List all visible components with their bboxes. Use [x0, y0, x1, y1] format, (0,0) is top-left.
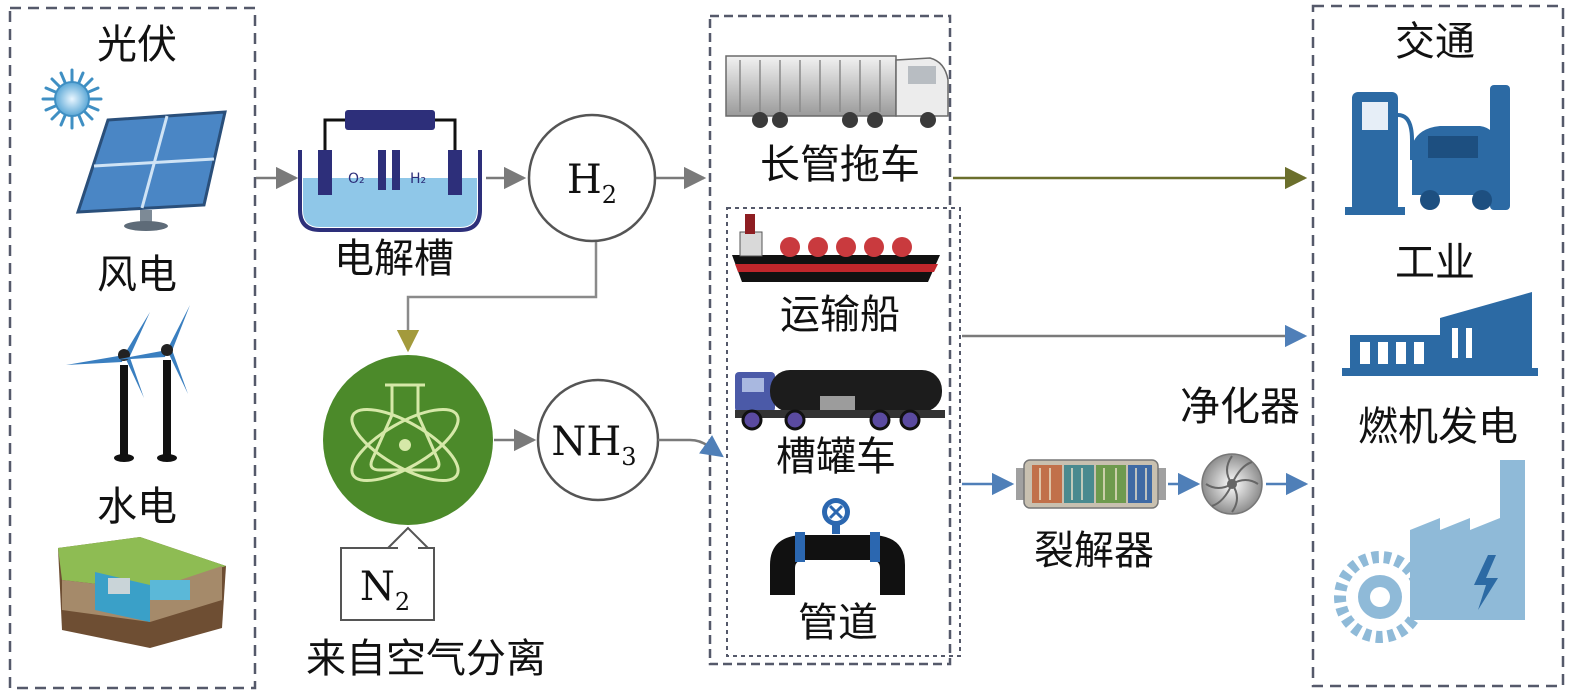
h2-subscript: 2 — [602, 181, 617, 209]
nh3-base: NH — [551, 419, 621, 465]
n2-label: N2 — [360, 564, 410, 616]
transport-group-box — [708, 14, 952, 666]
turbine-application-label: 燃机发电 — [1358, 404, 1518, 450]
ship-label: 运输船 — [780, 292, 900, 338]
tank-truck-icon — [735, 370, 945, 431]
h2-node-label: H2 — [567, 157, 617, 209]
purifier-icon — [1201, 453, 1263, 515]
pipeline-icon — [770, 498, 905, 595]
cracker-label: 裂解器 — [1034, 528, 1154, 574]
electrolyzer-o2-text: O₂ — [348, 171, 365, 187]
pipeline-label: 管道 — [798, 600, 878, 646]
electrolyzer-h2-text: H₂ — [410, 171, 426, 187]
source-group-box — [8, 6, 257, 690]
transport-application-label: 交通 — [1395, 19, 1475, 65]
electrolyzer-label: 电解槽 — [334, 236, 454, 282]
h2-base: H — [567, 157, 602, 203]
purifier-label: 净化器 — [1180, 384, 1300, 430]
electrolyzer-icon: O₂ H₂ — [298, 110, 482, 232]
h2-node — [527, 113, 657, 243]
industry-application-label: 工业 — [1395, 240, 1475, 286]
n2-subscript: 2 — [395, 588, 410, 616]
tank-truck-label: 槽罐车 — [776, 434, 896, 480]
fuel-station-icon — [1345, 85, 1510, 215]
application-group-box — [1311, 4, 1565, 688]
air-separation-label: 来自空气分离 — [306, 636, 546, 682]
cracker-icon — [1016, 459, 1166, 509]
pv-label: 光伏 — [97, 22, 177, 68]
h2-to-synthesis-arrow — [396, 242, 598, 353]
hydro-dam-icon — [58, 537, 226, 648]
ship-icon — [732, 214, 940, 282]
nh3-to-tank-truck-arrow — [658, 435, 724, 458]
solar-panel-icon — [75, 110, 227, 231]
wind-label: 风电 — [97, 252, 177, 298]
ammonia-synthesis-icon — [323, 355, 493, 525]
tube-trailer-icon — [725, 55, 949, 128]
ammonia-transport-subgroup-box — [726, 207, 961, 657]
hydro-label: 水电 — [97, 484, 177, 530]
nh3-subscript: 3 — [621, 443, 636, 471]
n2-box — [340, 547, 435, 621]
power-plant-icon — [1334, 460, 1525, 643]
wind-turbine-icon — [66, 305, 190, 462]
nh3-node-label: NH3 — [551, 419, 636, 471]
sun-icon — [41, 68, 103, 130]
tube-trailer-label: 长管拖车 — [760, 142, 920, 188]
industrial-plant-icon — [1342, 292, 1538, 376]
n2-base: N — [360, 564, 395, 610]
